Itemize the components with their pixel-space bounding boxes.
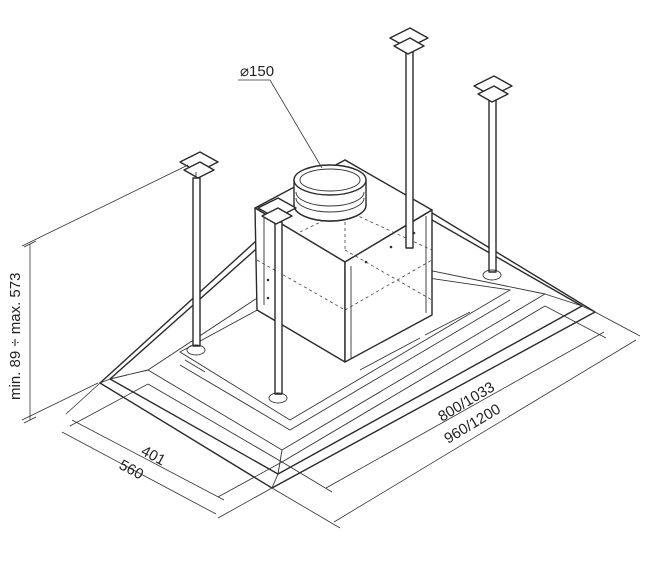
- duct-collar: [293, 164, 367, 222]
- height-label: min. 89 ÷ max. 573: [7, 273, 24, 400]
- diameter-label: ⌀150: [240, 63, 274, 80]
- rod-back: [389, 27, 429, 249]
- outer-depth-label: 560: [116, 457, 146, 484]
- rod-front: [257, 197, 297, 404]
- rod-right: [473, 75, 513, 281]
- dimension-lines: [21, 79, 641, 529]
- rod-left: [179, 151, 219, 356]
